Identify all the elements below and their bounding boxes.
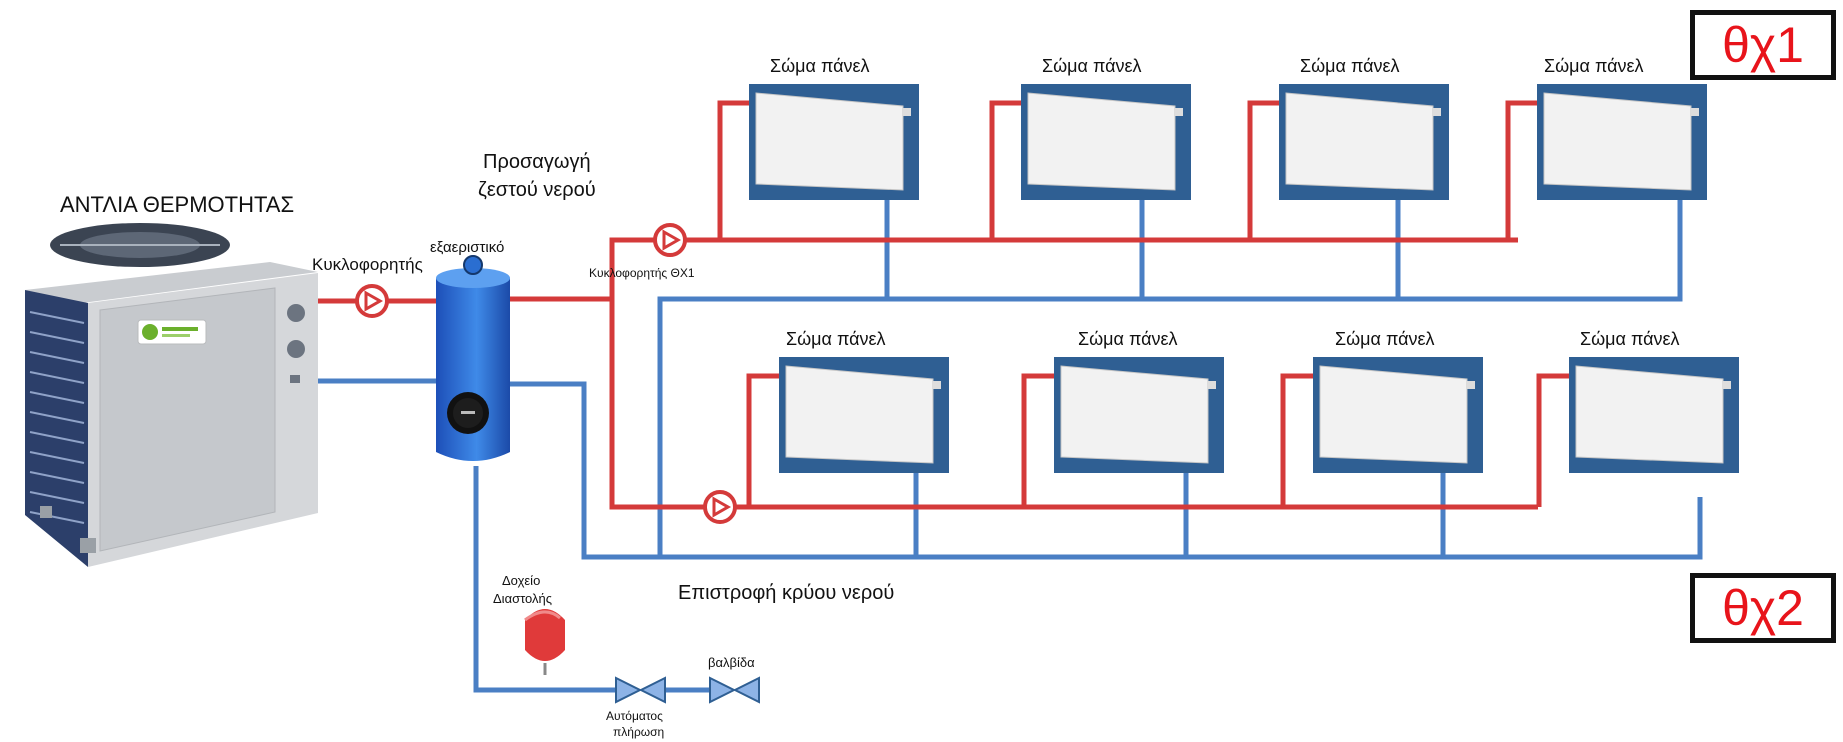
radiator-label: Σώμα πάνελ (786, 329, 886, 349)
pump-arrow-icon (662, 229, 682, 251)
cold-return-pipes (318, 200, 1703, 693)
pump-arrow-icon (364, 290, 384, 312)
auto-fill-label-line2: πλήρωση (613, 725, 664, 739)
zone2-label-box: θχ2 (1690, 573, 1836, 643)
circulator-pump-zone2 (703, 490, 737, 524)
radiator-label: Σώμα πάνελ (1580, 329, 1680, 349)
expansion-label-line1: Δοχείο (502, 573, 540, 588)
expansion-tank (524, 609, 565, 675)
valve-label: βαλβίδα (708, 655, 755, 670)
radiator-label: Σώμα πάνελ (1335, 329, 1435, 349)
radiator-zone1-1 (749, 84, 919, 200)
radiator-label: Σώμα πάνελ (1300, 56, 1400, 76)
supply-label-line1: Προσαγωγή (483, 151, 591, 173)
radiator-zone1-4 (1537, 84, 1707, 200)
radiator-zone2-1 (779, 357, 949, 473)
vent-label: εξαεριστικό (430, 239, 504, 256)
radiator-label: Σώμα πάνελ (770, 56, 870, 76)
radiator-label: Σώμα πάνελ (1544, 56, 1644, 76)
pump-arrow-icon (712, 496, 732, 518)
supply-label-line2: ζεστού νερού (478, 179, 596, 201)
radiator-zone1-2 (1021, 84, 1191, 200)
circulator-pump-main (355, 284, 389, 318)
circulator-pump-zone1 (653, 223, 687, 257)
radiator-label: Σώμα πάνελ (1078, 329, 1178, 349)
radiator-zone2-2 (1054, 357, 1224, 473)
shutoff-valve (709, 676, 760, 704)
buffer-tank (436, 255, 510, 461)
circulator-label: Κυκλοφορητής (312, 255, 423, 274)
radiator-label: Σώμα πάνελ (1042, 56, 1142, 76)
zone1-label-box: θχ1 (1690, 10, 1836, 80)
radiator-zone2-4 (1569, 357, 1739, 473)
heat-pump-label: ΑΝΤΛΙΑ ΘΕΡΜΟΤΗΤΑΣ (60, 192, 294, 217)
return-label: Επιστροφή κρύου νερού (678, 582, 894, 604)
brand-logo-icon (142, 324, 158, 340)
hot-supply-pipes (318, 100, 1576, 510)
circulator-zone1-label: Κυκλοφορητής ΘΧ1 (589, 266, 695, 280)
air-vent-icon (463, 255, 483, 275)
heat-pump-unit (25, 223, 318, 567)
auto-fill-valve (615, 676, 666, 704)
radiator-zone1-3 (1279, 84, 1449, 200)
radiator-zone2-3 (1313, 357, 1483, 473)
auto-fill-label-line1: Αυτόματος (606, 709, 663, 723)
expansion-label-line2: Διαστολής (493, 591, 552, 606)
